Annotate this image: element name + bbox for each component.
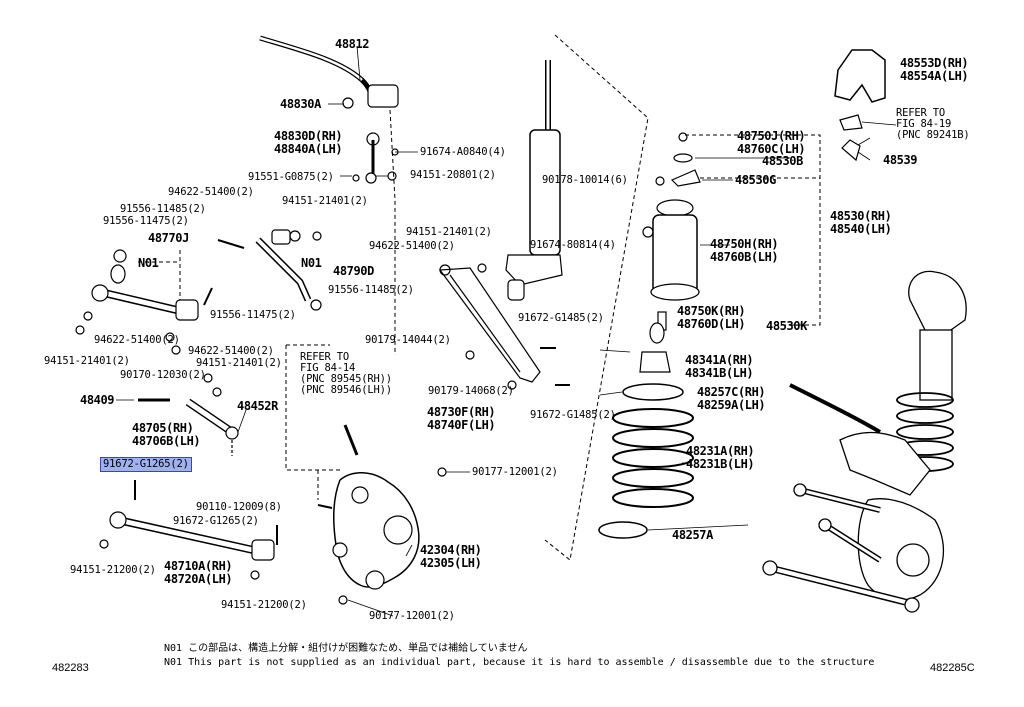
- label-91556-11485-a: 91556-11485(2): [120, 203, 206, 215]
- note-n01-japanese: N01 この部品は、構造上分解・組付けが困難なため、単品では補給していません: [164, 643, 528, 654]
- label-48812: 48812: [335, 37, 370, 51]
- label-48830A: 48830A: [280, 97, 321, 111]
- label-94151-21200-b: 94151-21200(2): [221, 599, 307, 611]
- label-94622-51400-c: 94622-51400(2): [188, 345, 274, 357]
- label-48530B: 48530B: [762, 154, 803, 168]
- label-90110-12009: 90110-12009(8): [196, 501, 282, 513]
- label-91556-11485-b: 91556-11485(2): [328, 284, 414, 296]
- label-91672-G1265-highlighted[interactable]: 91672-G1265(2): [100, 457, 192, 472]
- label-94622-51400-b: 94622-51400(2): [94, 334, 180, 346]
- label-48750H: 48750H(RH) 48760B(LH): [710, 237, 779, 264]
- figure-id-left: 482283: [52, 662, 89, 674]
- label-94151-21401-b: 94151-21401(2): [44, 355, 130, 367]
- lower-link: [438, 267, 541, 383]
- bump-boot: [652, 214, 698, 294]
- label-91551-G0875: 91551-G0875(2): [248, 171, 334, 183]
- stabilizer-bracket: [367, 84, 399, 108]
- upper-bracket: [834, 49, 886, 103]
- label-91556-11475-b: 91556-11475(2): [210, 309, 296, 321]
- label-48710A: 48710A(RH) 48720A(LH): [164, 559, 233, 586]
- label-48790D: 48790D: [333, 264, 374, 278]
- label-refer-fig-84-14: REFER TO FIG 84-14 (PNC 89545(RH)) (PNC …: [300, 351, 392, 396]
- label-48750K: 48750K(RH) 48760D(LH): [677, 304, 746, 331]
- label-90178-10014: 90178-10014(6): [542, 174, 628, 186]
- label-48530: 48530(RH) 48540(LH): [830, 209, 892, 236]
- label-48730F: 48730F(RH) 48740F(LH): [427, 405, 496, 432]
- label-90177-12001-b: 90177-12001(2): [369, 610, 455, 622]
- label-48705: 48705(RH) 48706B(LH): [132, 421, 201, 448]
- label-91674-A0840: 91674-A0840(4): [420, 146, 506, 158]
- label-91672-G1265-b: 91672-G1265(2): [173, 515, 259, 527]
- label-94151-21401-d: 94151-21401(2): [406, 226, 492, 238]
- label-90177-12001-a: 90177-12001(2): [472, 466, 558, 478]
- label-48830D: 48830D(RH) 48840A(LH): [274, 129, 343, 156]
- label-48553D: 48553D(RH) 48554A(LH): [900, 56, 969, 83]
- label-N01-b: N01: [301, 256, 322, 270]
- label-90179-14068: 90179-14068(2): [428, 385, 514, 397]
- label-48539: 48539: [883, 153, 918, 167]
- shock-absorber: [529, 129, 561, 256]
- figure-id-right: 482285C: [930, 662, 975, 674]
- label-94622-51400-d: 94622-51400(2): [369, 240, 455, 252]
- label-94151-21401-a: 94151-21401(2): [282, 195, 368, 207]
- label-48530K: 48530K: [766, 319, 807, 333]
- label-N01-a: N01: [138, 256, 159, 270]
- coil-spring: [612, 408, 694, 508]
- label-48750J: 48750J(RH) 48760C(LH): [737, 129, 806, 156]
- knuckle: [333, 472, 420, 588]
- assembled-suspension: [762, 270, 967, 613]
- label-48257C: 48257C(RH) 48259A(LH): [697, 385, 766, 412]
- label-refer-fig-84-19: REFER TO FIG 84-19 (PNC 89241B): [896, 107, 970, 141]
- label-90179-14044: 90179-14044(2): [365, 334, 451, 346]
- label-91672-G1485-a: 91672-G1485(2): [518, 312, 604, 324]
- label-94151-21401-c: 94151-21401(2): [196, 357, 282, 369]
- bump-stopper: [639, 351, 671, 373]
- lower-spring-seat: [598, 521, 648, 539]
- label-48257A: 48257A: [672, 528, 713, 542]
- label-48231A: 48231A(RH) 48231B(LH): [686, 444, 755, 471]
- label-90170-12030: 90170-12030(2): [120, 369, 206, 381]
- label-48452R: 48452R: [237, 399, 278, 413]
- note-n01-english: N01 This part is not supplied as an indi…: [164, 657, 875, 668]
- label-48341A: 48341A(RH) 48341B(LH): [685, 353, 754, 380]
- label-48409: 48409: [80, 393, 115, 407]
- label-94151-20801: 94151-20801(2): [410, 169, 496, 181]
- label-48530G: 48530G: [735, 173, 776, 187]
- label-94151-21200-a: 94151-21200(2): [70, 564, 156, 576]
- label-91672-G1485-b: 91672-G1485(2): [530, 409, 616, 421]
- label-91556-11475-a: 91556-11475(2): [103, 215, 189, 227]
- label-94622-51400-a: 94622-51400(2): [168, 186, 254, 198]
- label-91674-80814: 91674-80814(4): [530, 239, 616, 251]
- label-42304: 42304(RH) 42305(LH): [420, 543, 482, 570]
- label-48770J: 48770J: [148, 231, 189, 245]
